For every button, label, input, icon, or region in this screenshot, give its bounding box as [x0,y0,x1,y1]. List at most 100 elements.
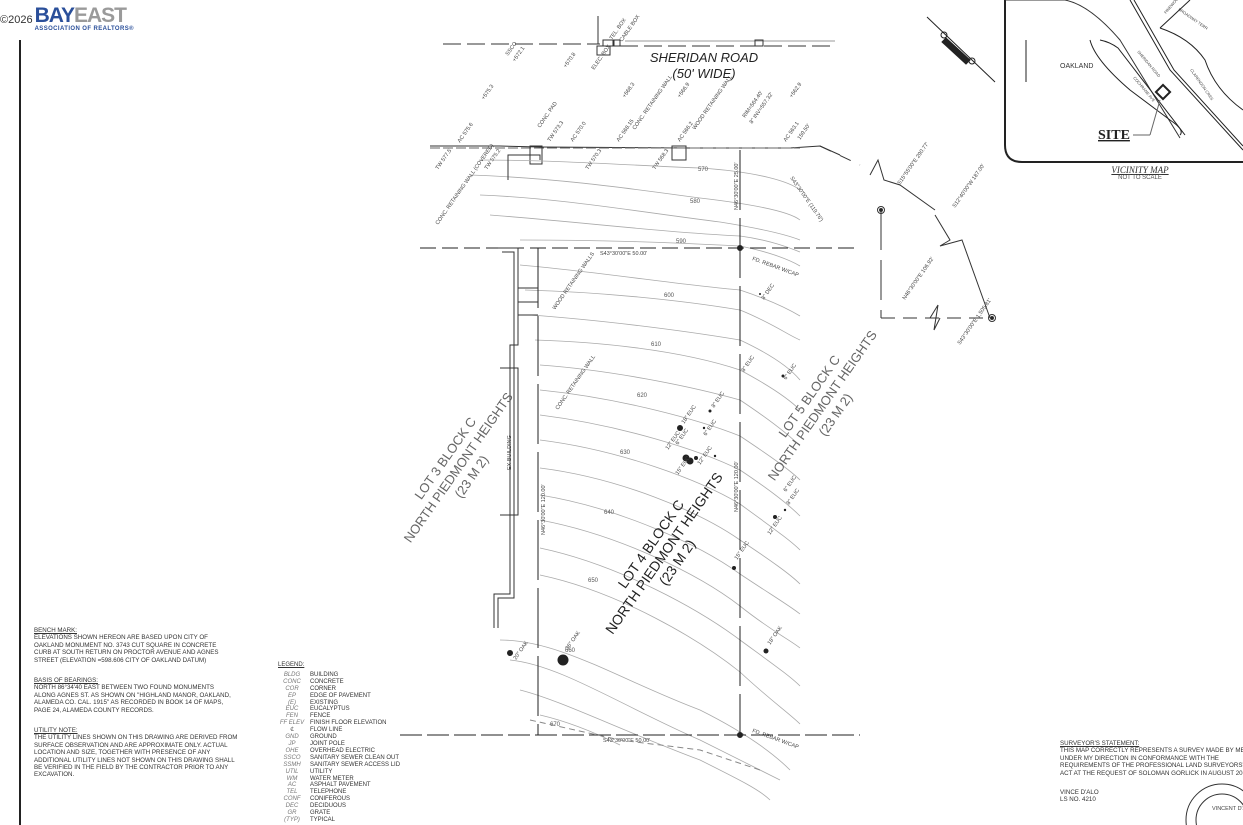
legend-abbr: ℄ [290,727,294,734]
legend-heading: LEGEND: [278,662,305,668]
legend-meaning: TELEPHONE [310,789,347,796]
bench-mark-note: BENCH MARK: ELEVATIONS SHOWN HEREON ARE … [34,627,219,664]
svg-text:TW 568.3: TW 568.3 [652,148,671,171]
vicinity-map-caption: VICINITY MAP NOT TO SCALE [1090,165,1190,181]
svg-text:TW 577.5: TW 577.5 [435,148,454,171]
legend-abbr: OHE [285,747,299,754]
legend-abbr: BLDG [283,671,301,678]
vicinity-site-label: SITE [1098,128,1130,143]
svg-text:S12°40'00"W 187.00': S12°40'00"W 187.00' [952,163,987,209]
legend-meaning: OVERHEAD ELECTRIC [310,747,376,754]
legend-row: ℄ FLOW LINE [278,727,400,734]
bayeast-logo: BAYEAST ASSOCIATION OF REALTORS® [34,4,134,32]
legend-meaning: BUILDING [310,671,339,678]
legend-abbr: COR [285,685,299,692]
legend-row: EP EDGE OF PAVEMENT [278,693,400,700]
legend-meaning: ASPHALT PAVEMENT [310,782,371,789]
svg-text:CONC. RETAINING WALL: CONC. RETAINING WALL [555,354,597,411]
legend-meaning: JOINT POLE [310,740,345,747]
svg-text:WOOD RETAINING WALLS: WOOD RETAINING WALLS [552,251,597,311]
fence-line [529,719,761,771]
trees [507,293,787,666]
legend-meaning: EDGE OF PAVEMENT [310,692,371,699]
svg-text:630: 630 [620,450,631,456]
legend-row: COR CORNER [278,686,400,693]
surveyor-seal [1185,783,1243,825]
copyright-text: ©2026 [0,14,33,26]
legend-meaning: EUCALYPTUS [310,706,350,713]
svg-text:N46°30'00"E 106.92': N46°30'00"E 106.92' [902,256,936,301]
svg-text:NORTH PIEDMONT HEIGHTS: NORTH PIEDMONT HEIGHTS [765,327,880,483]
legend-abbr: TEL [286,789,298,796]
legend-row: EUC EUCALYPTUS [278,706,400,713]
contour-labels: 570 580 590 600 610 620 630 640 650 660 … [550,167,709,728]
road-width: (50' WIDE) [672,66,735,81]
legend-abbr: GND [285,734,299,741]
legend-meaning: UTILITY [310,768,333,775]
svg-text:620: 620 [637,393,648,399]
tie-lines [819,145,996,331]
svg-text:580: 580 [690,199,701,205]
lot4-label: LOT 4 BLOCK C NORTH PIEDMONT HEIGHTS (23… [602,469,726,636]
svg-text:640: 640 [604,510,615,516]
vicinity-map-subtitle: NOT TO SCALE [1118,175,1162,181]
lot5-label: LOT 5 BLOCK C NORTH PIEDMONT HEIGHTS (23… [765,327,880,483]
svg-text:610: 610 [651,342,662,348]
svg-text:660: 660 [565,648,576,654]
tree-labels: 18" EUC 8" EUC 6" EUC 12" EUC 15" EUC 12… [513,283,801,661]
legend-meaning: CORNER [310,685,337,692]
svg-text:TW 573.3: TW 573.3 [547,120,566,143]
svg-text:+570.8: +570.8 [563,52,578,69]
svg-text:N46°30'00"E 120.00': N46°30'00"E 120.00' [541,484,547,535]
svg-text:AC 570.0: AC 570.0 [570,121,588,143]
svg-text:FD. REBAR W/CAP: FD. REBAR W/CAP [751,728,799,750]
legend-meaning: CONCRETE [310,678,344,685]
svg-text:670: 670 [550,722,561,728]
surveyor-statement: SURVEYOR'S STATEMENT: THIS MAP CORRECTLY… [1060,740,1243,804]
ex-building-label: EX BUILDING [507,435,513,470]
contour-lines [469,159,801,801]
north-arrow-icon [926,16,996,83]
legend-meaning: SANITARY SEWER CLEAN OUT [310,754,400,761]
svg-text:18" EUC: 18" EUC [681,404,698,425]
legend-abbr: FF ELEV [279,720,305,727]
svg-text:S43°30'00"E 50.00': S43°30'00"E 50.00' [600,251,647,257]
legend-abbr: EUC [285,706,299,713]
legend-abbr: GR [287,810,297,817]
svg-text:TW 570.3: TW 570.3 [585,148,604,171]
svg-text:570: 570 [698,167,709,173]
legend-meaning: FINISH FLOOR ELEVATION [310,720,387,727]
basis-of-bearings-note: BASIS OF BEARINGS: NORTH 86°34'40 EAST B… [34,677,231,714]
svg-text:BROADWAY TERR: BROADWAY TERR [1177,7,1208,31]
svg-text:15" EUC: 15" EUC [734,540,751,561]
vicinity-map [1004,0,1243,163]
legend-abbr: EP [287,692,296,699]
legend-meaning: GRATE [310,810,331,817]
legend-meaning: GROUND [310,734,337,741]
bearing-labels: S43°30'00"E 50.00' S43°30'00"E 50.00' N4… [541,123,993,751]
legend-row: TEL TELEPHONE [278,789,400,796]
legend-meaning: FLOW LINE [310,727,343,734]
legend-meaning: TYPICAL [310,816,336,823]
svg-text:AC 575.6: AC 575.6 [457,122,475,144]
svg-text:S43°30'00"E 1,505.81': S43°30'00"E 1,505.81' [957,298,993,346]
svg-text:650: 650 [588,578,599,584]
legend-row: GND GROUND [278,734,400,741]
legend-meaning: CONIFEROUS [310,796,351,803]
svg-text:600: 600 [664,293,675,299]
legend-row: (TYP)TYPICAL [278,817,400,824]
legend-abbr: UTIL [285,768,299,775]
svg-text:8" EUC: 8" EUC [711,391,726,409]
svg-text:N46°30'00"E 25.00': N46°30'00"E 25.00' [734,162,740,210]
